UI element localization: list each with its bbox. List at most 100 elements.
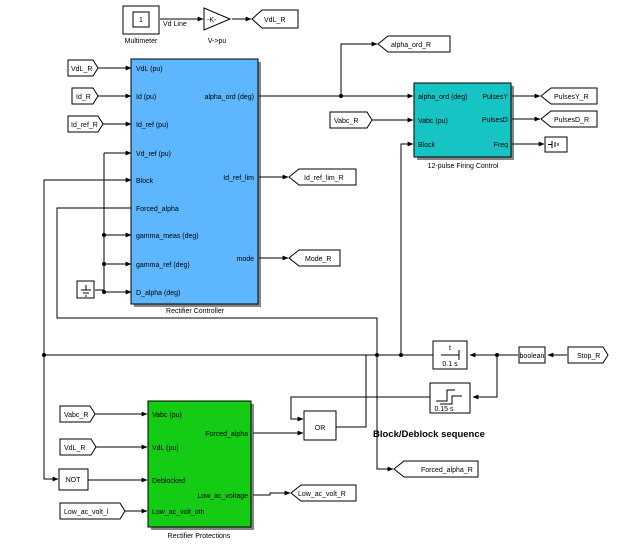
controller-in-gamma-ref: gamma_ref (deg) — [136, 262, 190, 269]
firing-control-block[interactable]: alpha_ord (deg) Vabc (pu) Block PulsesY … — [413, 82, 514, 170]
step-block-0-15s[interactable]: 0.15 s — [429, 382, 471, 414]
tag-label: PulsesD_R — [554, 117, 589, 124]
junction-dot — [399, 353, 403, 357]
controller-in-vdref: Vd_ref (pu) — [136, 151, 171, 158]
tag-label: VdL_R — [264, 17, 285, 24]
firing-in-block: Block — [418, 142, 436, 149]
tag-label: Stop_R — [577, 353, 600, 360]
wire-block-not[interactable] — [43, 355, 59, 482]
goto-tag-idref-lim[interactable]: Id_ref_lim_R — [288, 168, 357, 186]
multimeter-caption: Multimeter — [125, 38, 158, 45]
wire-forced-alpha-fb[interactable] — [56, 207, 394, 472]
wire-block-firing[interactable] — [400, 141, 414, 355]
junction-dot — [102, 233, 106, 237]
controller-in-vdl: VdL (pu) — [136, 66, 163, 73]
controller-in-id: Id (pu) — [136, 94, 156, 101]
goto-tag-vdl[interactable]: VdL_R — [251, 9, 299, 29]
terminator-block[interactable] — [544, 136, 568, 153]
protections-body — [147, 400, 252, 528]
firing-out-pulsesd: PulsesD — [482, 117, 508, 124]
tag-label: Id_R — [76, 94, 91, 101]
from-tag-vabc-firing[interactable]: Vabc_R — [329, 111, 373, 129]
convert-label: boolean — [520, 353, 545, 360]
multimeter-value: 1 — [139, 17, 143, 24]
controller-out-idref-lim: Id_ref_lim — [223, 175, 254, 182]
tag-label: VdL_R — [71, 66, 92, 73]
goto-tag-forced-alpha[interactable]: Forced_alpha_R — [393, 460, 479, 478]
controller-in-idref: Id_ref (pu) — [136, 122, 168, 129]
firing-body — [413, 82, 512, 158]
multimeter-block[interactable]: 1 Multimeter — [122, 5, 160, 45]
gain-symbol: -K- — [207, 17, 217, 24]
wire-or-block[interactable] — [336, 355, 367, 428]
wire-convert-step2[interactable] — [472, 355, 498, 400]
controller-in-dalpha: D_alpha (deg) — [136, 290, 180, 297]
from-tag-vdl[interactable]: VdL_R — [67, 59, 99, 77]
wire-block-controller[interactable] — [43, 177, 132, 355]
goto-tag-pulsesy[interactable]: PulsesY_R — [540, 87, 598, 105]
tag-label: Mode_R — [305, 256, 331, 263]
or-label: OR — [315, 425, 326, 432]
prot-in-deblocked: Deblocked — [152, 478, 185, 485]
controller-body — [130, 58, 259, 305]
from-tag-low-ac-threshold[interactable]: Low_ac_volt_l — [59, 502, 126, 520]
tag-label: Vabc_R — [334, 118, 358, 125]
signal-wires — [43, 16, 567, 514]
from-tag-id[interactable]: Id_R — [71, 87, 99, 105]
wire-step2-or[interactable] — [290, 396, 430, 422]
not-gate-block[interactable]: NOT — [58, 468, 89, 491]
from-tag-idref[interactable]: Id_ref_R — [67, 115, 104, 133]
step-symbol: t — [449, 345, 451, 352]
from-tag-stop[interactable]: Stop_R — [567, 346, 609, 364]
convert-boolean-block[interactable]: boolean — [518, 346, 546, 364]
from-tag-vdl-prot[interactable]: VdL_R — [59, 438, 97, 456]
tag-label: Id_ref_R — [71, 122, 98, 129]
goto-tag-mode[interactable]: Mode_R — [288, 249, 341, 267]
tag-label: PulsesY_R — [554, 94, 589, 101]
junction-dot — [42, 353, 46, 357]
rectifier-controller-block[interactable]: VdL (pu) Id (pu) Id_ref (pu) Vd_ref (pu)… — [130, 58, 261, 315]
junction-dot — [102, 290, 106, 294]
step-caption: 0.1 s — [442, 361, 458, 368]
firing-out-freq: Freq — [494, 142, 509, 149]
tag-label: Low_ac_volt_R — [298, 491, 346, 498]
sequence-label: Block/Deblock sequence — [373, 429, 485, 440]
firing-out-pulsesy: PulsesY — [482, 94, 508, 101]
controller-in-gamma-meas: gamma_meas (deg) — [136, 233, 199, 240]
junction-dot — [339, 94, 343, 98]
rectifier-protections-block[interactable]: Vabc (pu) VdL (pu) Deblocked Low_ac_volt… — [147, 400, 254, 540]
prot-out-forced-alpha: Forced_alpha — [205, 431, 248, 438]
wire-alpha-tag[interactable] — [340, 41, 378, 96]
gain-caption: V->pu — [208, 38, 227, 45]
prot-in-vabc: Vabc (pu) — [152, 412, 182, 419]
controller-out-alpha: alpha_ord (deg) — [205, 94, 254, 101]
step2-caption: 0.15 s — [434, 406, 454, 413]
firing-caption: 12-pulse Firing Control — [428, 163, 499, 170]
junction-dots — [42, 94, 499, 357]
from-tag-vabc-prot[interactable]: Vabc_R — [59, 405, 96, 423]
prot-in-vdl: VdL (pu) — [152, 445, 179, 452]
or-gate-block[interactable]: OR — [303, 410, 337, 441]
controller-caption: Rectifier Controller — [166, 308, 225, 315]
goto-tag-alpha-ord[interactable]: alpha_ord_R — [377, 35, 451, 53]
step-block-0-1s[interactable]: t 0.1 s — [432, 340, 468, 370]
tag-label: Vabc_R — [64, 412, 88, 419]
not-label: NOT — [66, 477, 82, 484]
junction-dot — [102, 262, 106, 266]
goto-tag-low-ac-volt[interactable]: Low_ac_volt_R — [290, 484, 357, 502]
junction-dot — [495, 353, 499, 357]
tag-label: Forced_alpha_R — [421, 467, 473, 474]
wire-lowac-out[interactable] — [253, 490, 291, 496]
gain-block[interactable]: -K- V->pu — [203, 7, 232, 45]
firing-in-vabc: Vabc (pu) — [418, 118, 448, 125]
multimeter-signal-label: Vd Line — [163, 21, 187, 28]
firing-in-alpha: alpha_ord (deg) — [418, 94, 467, 101]
controller-in-forced-alpha: Forced_alpha — [136, 206, 179, 213]
goto-tag-pulsesd[interactable]: PulsesD_R — [540, 110, 598, 128]
controller-in-block: Block — [136, 178, 154, 185]
controller-out-mode: mode — [236, 256, 254, 263]
junction-dot — [375, 353, 379, 357]
prot-in-low-ac-oth: Low_ac_volt_oth — [152, 509, 205, 516]
ground-block[interactable] — [76, 280, 95, 299]
